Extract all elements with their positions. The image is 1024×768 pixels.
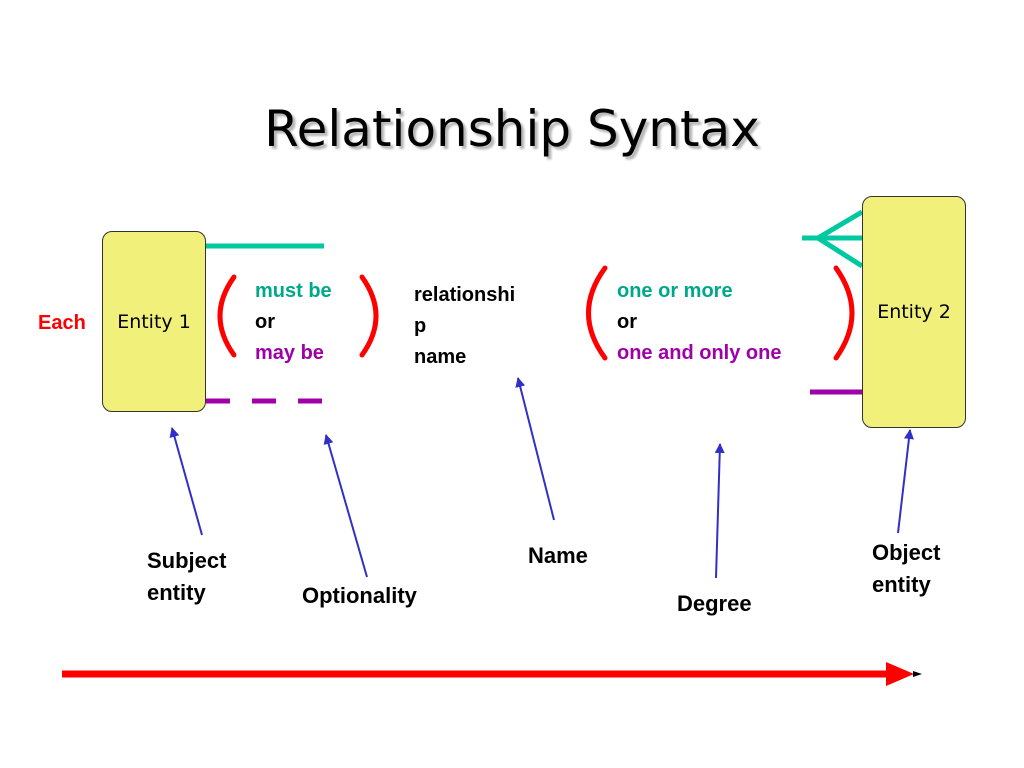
relationship-flow-arrow-icon (62, 662, 922, 686)
close-paren-icon (833, 265, 855, 361)
optionality-callout-arrow-icon (323, 434, 368, 578)
may-be-label: may be (255, 342, 324, 364)
degree-callout: Degree (677, 591, 752, 616)
object-entity-line2: entity (872, 572, 931, 597)
name-callout: Name (528, 543, 588, 568)
one-and-only-one-label: one and only one (617, 342, 782, 364)
open-paren-icon (217, 274, 237, 358)
entity-1-box: Entity 1 (102, 231, 206, 412)
one-or-more-label: one or more (617, 280, 733, 302)
object-entity-callout: Object entity (872, 537, 940, 601)
each-label: Each (38, 312, 86, 334)
relationship-name-text: relationshi p name (414, 280, 515, 373)
close-paren-icon (359, 274, 379, 358)
subject-entity-line1: Subject (147, 548, 227, 573)
open-paren-icon (586, 265, 608, 361)
or-label: or (255, 311, 275, 333)
subject-entity-callout: Subject entity (147, 545, 226, 609)
degree-callout-arrow-icon (714, 443, 725, 579)
relationship-name-line3: name (414, 346, 467, 368)
entity-2-box: Entity 2 (862, 196, 966, 428)
subject-entity-line2: entity (147, 580, 206, 605)
name-callout-arrow-icon (515, 377, 555, 521)
degree-text: one or more or one and only one (617, 276, 781, 369)
page-title: Relationship Syntax (264, 100, 760, 158)
relationship-name-line1: relationshi (414, 284, 516, 306)
entity-1-label: Entity 1 (117, 310, 191, 333)
entity-2-label: Entity 2 (877, 301, 951, 323)
object-entity-line1: Object (872, 540, 941, 565)
relationship-name-line2: p (414, 315, 427, 337)
optionality-callout: Optionality (302, 583, 417, 608)
object-callout-arrow-icon (897, 429, 914, 534)
optionality-text: must be or may be (255, 276, 332, 369)
crows-foot-icon (802, 209, 864, 269)
subject-callout-arrow-icon (169, 427, 203, 536)
must-be-label: must be (255, 280, 332, 302)
or-label: or (617, 311, 637, 333)
